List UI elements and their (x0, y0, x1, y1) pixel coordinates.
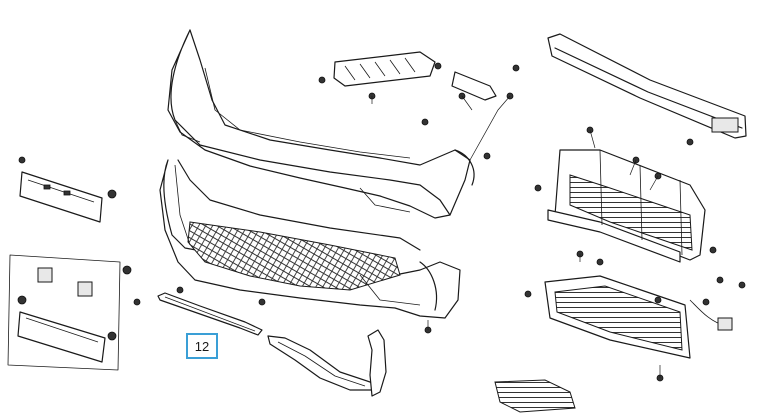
upper-mounting-bracket-left (333, 51, 436, 87)
grille-shutter-lower (544, 275, 733, 359)
lower-bumper-assembly (159, 159, 461, 319)
upper-mounting-bracket-right (451, 71, 497, 101)
upper-bumper-cover (167, 29, 475, 219)
trim-strip-part-12 (157, 292, 263, 336)
license-plate-bracket-inset (7, 254, 121, 371)
license-plate-bracket-upper (19, 171, 103, 223)
callout-12: 12 (186, 333, 218, 359)
bumper-reinforcement-beam (547, 33, 747, 139)
leader-lines (371, 95, 661, 378)
lower-trim-bezel-left (267, 335, 379, 391)
fog-light-garnish (494, 379, 576, 413)
callout-label-12: 12 (195, 339, 209, 354)
grille-shutter-upper (547, 149, 706, 263)
lower-trim-bezel-right (367, 329, 387, 397)
